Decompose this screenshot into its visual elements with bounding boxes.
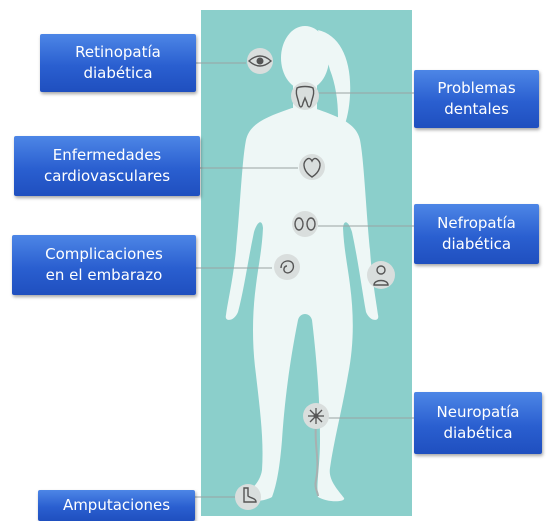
label-neuropatia: Neuropatía diabética (414, 392, 542, 454)
label-nefropatia: Nefropatía diabética (414, 204, 539, 264)
foot-icon (235, 484, 261, 510)
label-neuropatia-line1: Neuropatía (437, 402, 520, 423)
label-cardio-line2: cardiovasculares (44, 166, 170, 187)
label-retinopatia-line1: Retinopatía (75, 42, 161, 63)
label-amputaciones-line1: Amputaciones (63, 495, 170, 516)
label-cardio: Enfermedades cardiovasculares (14, 136, 200, 196)
woman-icon (367, 261, 395, 289)
label-retinopatia: Retinopatía diabética (40, 34, 196, 92)
label-nefropatia-line1: Nefropatía (437, 213, 516, 234)
kidneys-icon (292, 211, 318, 237)
label-neuropatia-line2: diabética (443, 423, 512, 444)
label-amputaciones: Amputaciones (38, 490, 195, 521)
neuron-icon (303, 403, 329, 429)
label-dental-line1: Problemas (437, 78, 515, 99)
tooth-icon (291, 82, 319, 110)
label-dental: Problemas dentales (414, 70, 539, 128)
eye-icon (247, 48, 273, 74)
silhouette-head (281, 26, 329, 90)
label-embarazo-line1: Complicaciones (45, 244, 163, 265)
label-embarazo-line2: en el embarazo (46, 265, 163, 286)
label-embarazo: Complicaciones en el embarazo (12, 235, 196, 295)
label-cardio-line1: Enfermedades (53, 145, 162, 166)
fetus-icon (274, 254, 300, 280)
label-dental-line2: dentales (444, 99, 509, 120)
heart-icon (299, 154, 325, 180)
label-nefropatia-line2: diabética (442, 234, 511, 255)
label-retinopatia-line2: diabética (83, 63, 152, 84)
